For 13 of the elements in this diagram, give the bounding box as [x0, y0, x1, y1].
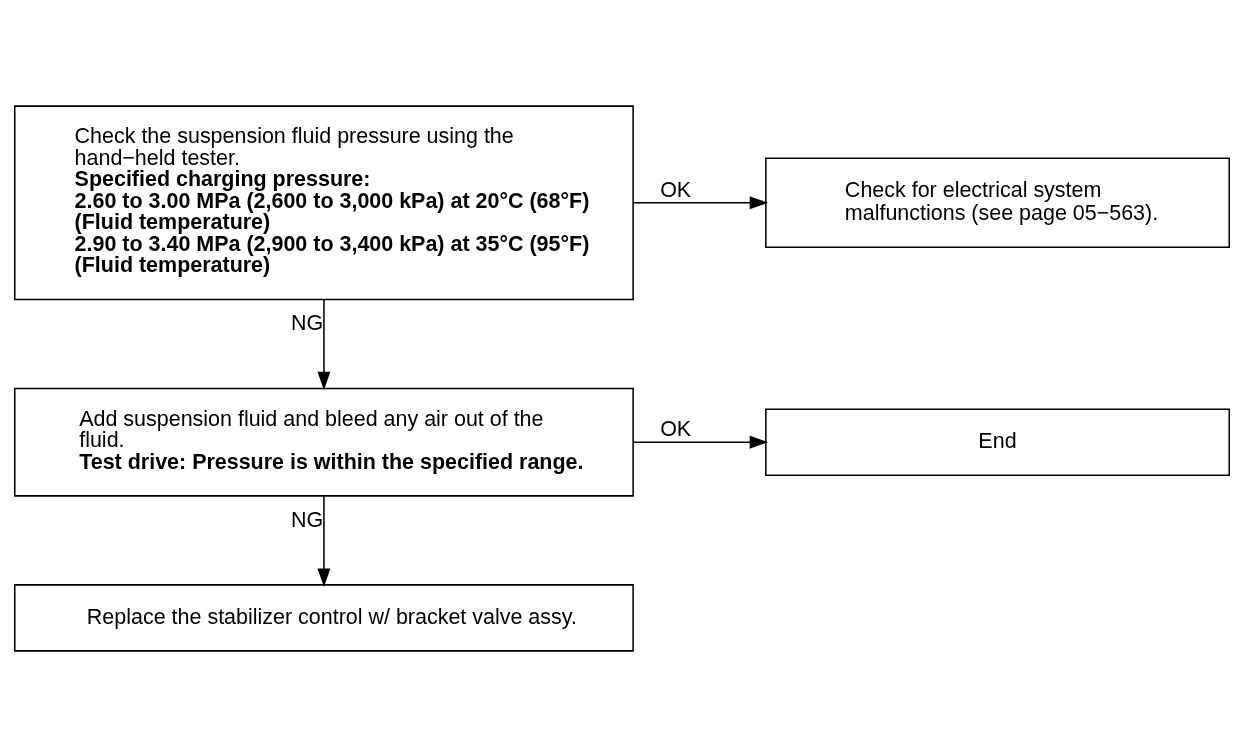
arrow: [632, 195, 769, 209]
node-box: Add suspension fluid and bleed any air out of the fluid. Test drive: Pressure is within the specified range.: [14, 387, 634, 497]
edge-label: OK: [660, 177, 692, 202]
node-box: Check the suspension fluid pressure using the hand−held tester. Specified charging pressure: 2.60 to 3.00 MPa (2,600 to 3,000 kPa) at 20°C (68°F) (Fluid temperature) 2.90 to 3.40 MPa (2,900 to 3,400 kPa) at 35°C (95°F) (Fluid temperature): [14, 104, 634, 300]
edge-label: NG: [290, 310, 324, 335]
arrow: [632, 435, 769, 449]
edge-label: OK: [660, 416, 692, 441]
node-box: Check for electrical system malfunctions (see page 05−563).: [765, 157, 1230, 248]
arrow: [317, 298, 331, 390]
arrow: [317, 495, 331, 587]
edge-label: NG: [290, 507, 324, 532]
node-box: Replace the stabilizer control w/ bracket valve assy.: [14, 583, 634, 652]
node-box: End: [765, 407, 1230, 476]
